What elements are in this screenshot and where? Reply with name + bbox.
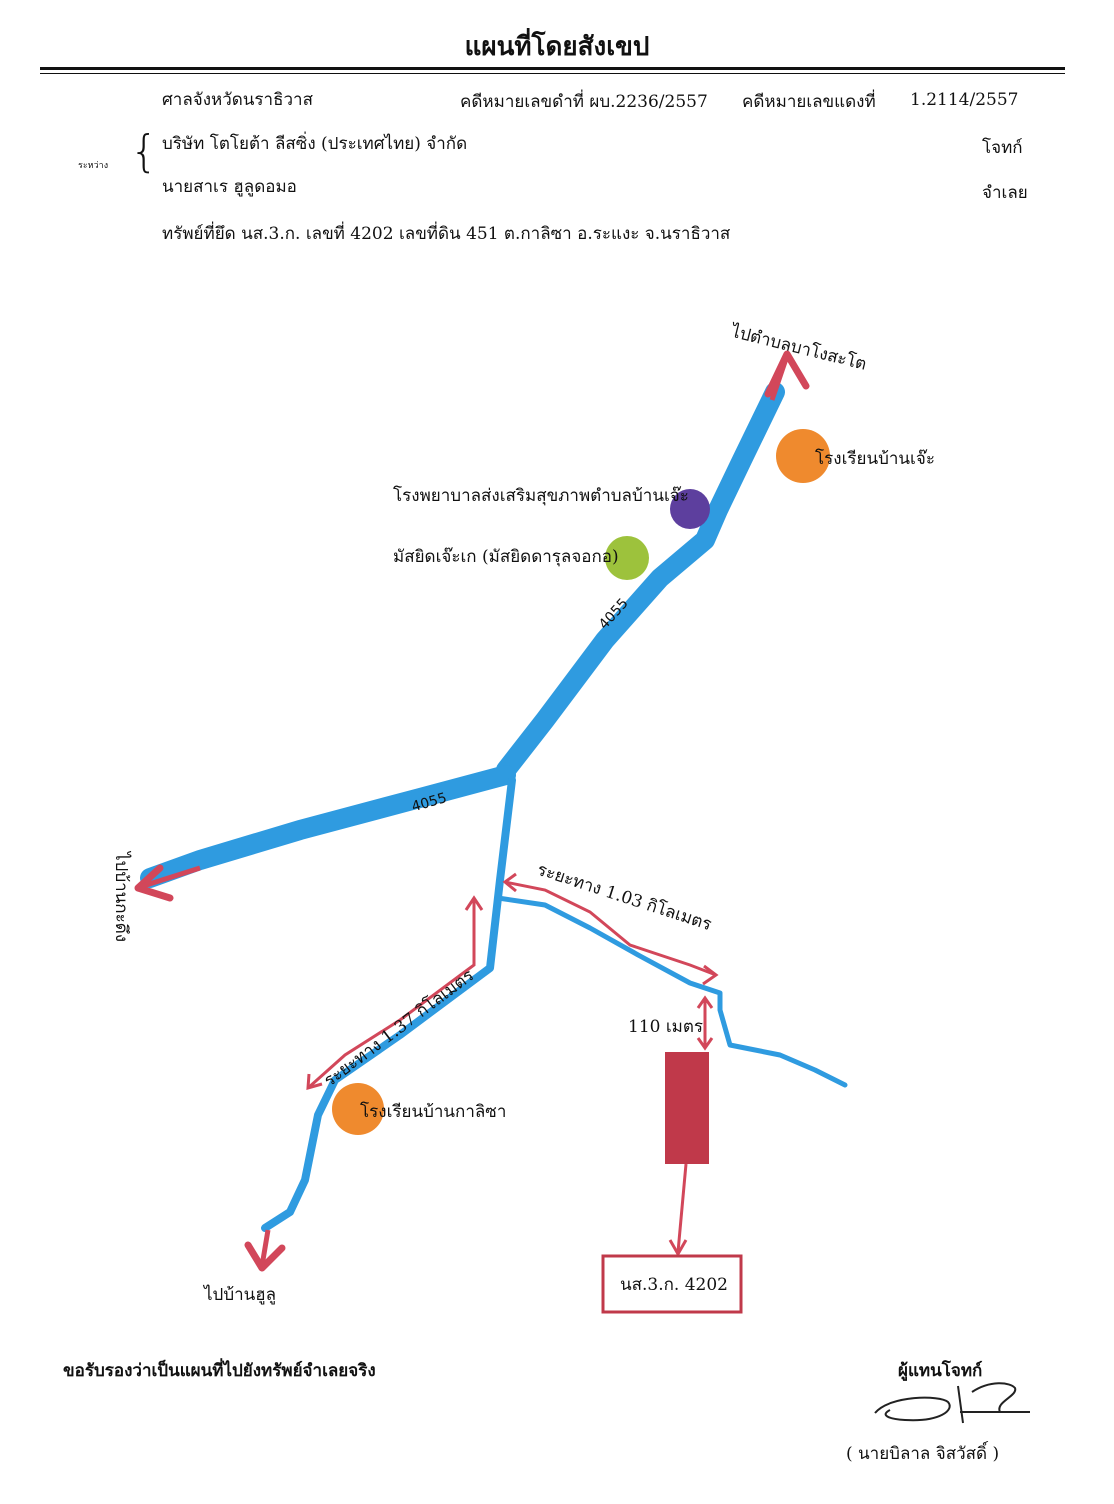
plaintiff-role: โจทก์ xyxy=(982,138,1023,158)
land-plot xyxy=(665,1052,709,1164)
label-school-kalisa: โรงเรียนบ้านกาลิซา xyxy=(360,1102,507,1122)
defendant-name: นายสาเร ฮูลูดอมอ xyxy=(162,177,297,197)
label-to-ban-kadueng: ไปบ้านกะดึง xyxy=(111,852,131,943)
road-4055-west xyxy=(140,765,516,888)
arrow-to-ban-kadueng xyxy=(134,864,174,902)
creek-lane xyxy=(495,895,848,1088)
red-case-number: 1.2114/2557 xyxy=(910,90,1019,110)
signature-scribble xyxy=(874,1382,1030,1424)
school-kalisa-marker xyxy=(332,1083,384,1135)
red-case-label: คดีหมายเลขแดงที่ xyxy=(742,92,876,112)
court-name: ศาลจังหวัดนราธิวาส xyxy=(162,90,313,110)
brace-symbol: { xyxy=(130,126,158,177)
distance-arrow-2 xyxy=(307,898,476,1090)
distance-arrow-1 xyxy=(504,880,717,977)
label-to-ban-hulu: ไปบ้านฮูลู xyxy=(204,1285,277,1305)
plot-pointer xyxy=(676,1163,688,1253)
label-hospital: โรงพยาบาลส่งเสริมสุขภาพตำบลบ้านเจ๊ะ xyxy=(393,486,689,506)
title-rule-thin xyxy=(40,73,1065,74)
arrow-to-ban-hulu xyxy=(244,1241,286,1272)
representative-label: ผู้แทนโจทก์ xyxy=(898,1361,983,1381)
label-distance-3: 110 เมตร xyxy=(628,1017,704,1037)
label-mosque: มัสยิดเจ๊ะเก (มัสยิดดารุลจอกอ) xyxy=(393,547,619,567)
label-plot-box: นส.3.ก. 4202 xyxy=(620,1275,728,1295)
between-label: ระหว่าง xyxy=(78,161,109,171)
road-4055-upper xyxy=(496,382,785,780)
plot-label-box xyxy=(601,1254,743,1314)
certification-statement: ขอรับรองว่าเป็นแผนที่ไปยังทรัพย์จำเลยจริ… xyxy=(63,1361,376,1381)
page-title: แผนที่โดยสังเขป xyxy=(464,32,650,62)
label-school-ban-je: โรงเรียนบ้านเจ๊ะ xyxy=(815,449,935,469)
hospital-marker xyxy=(670,489,710,529)
seized-property: ทรัพย์ที่ยึด นส.3.ก. เลขที่ 4202 เลขที่ด… xyxy=(162,224,731,244)
side-road-south xyxy=(261,776,516,1232)
arrow-to-balongsato xyxy=(764,350,810,398)
black-case-number: คดีหมายเลขดำที่ ผบ.2236/2557 xyxy=(460,92,708,112)
plaintiff-name: บริษัท โตโยต้า ลีสซิ่ง (ประเทศไทย) จำกัด xyxy=(162,134,468,154)
school-ban-je-marker xyxy=(776,429,830,483)
title-rule xyxy=(40,67,1065,70)
defendant-role: จำเลย xyxy=(982,183,1028,203)
mosque-marker xyxy=(605,536,649,580)
signer-name: ( นายบิลาล จิสวัสดิ์ ) xyxy=(846,1444,1000,1464)
